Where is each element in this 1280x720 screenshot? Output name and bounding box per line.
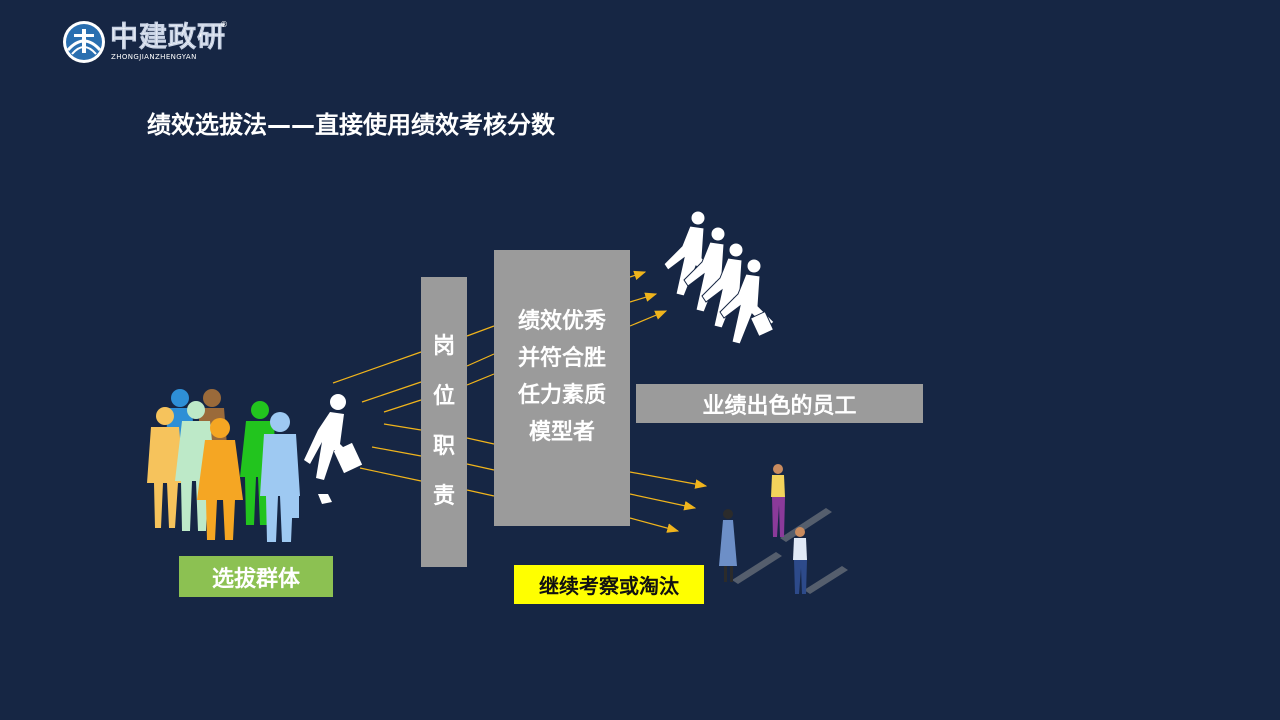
standing-people-icon [719,464,848,594]
duty-char: 岗 [432,334,455,359]
runner-with-briefcase-icon [304,394,363,504]
logo-registered-mark: ® [220,20,228,29]
connector-lines [466,325,495,497]
model-box-line: 任力素质 [517,383,606,408]
page-title: 绩效选拔法——直接使用绩效考核分数 [147,111,555,139]
duty-char: 责 [432,484,455,509]
arrow-icon [629,270,708,533]
input-lines [332,351,422,482]
model-box-line: 绩效优秀 [517,309,606,334]
duty-char: 职 [432,434,455,459]
excellent-employees-label: 业绩出色的员工 [636,384,923,423]
duty-char: 位 [432,384,455,409]
logo-name: 中建政研 [110,20,227,54]
logo-subtitle: ZHONGJIANZHENGYAN [111,53,197,61]
runners-group-icon [663,210,775,345]
company-logo: 中建政研 ® ZHONGJIANZHENGYAN [62,20,232,66]
competency-model-box: 绩效优秀 并符合胜 任力素质 模型者 [494,250,630,526]
logo-emblem-icon [63,21,105,63]
model-box-line: 模型者 [528,420,595,445]
job-duty-box: 岗 位 职 责 [421,277,467,567]
observe-or-eliminate-label: 继续考察或淘汰 [514,565,704,604]
model-box-line: 并符合胜 [517,346,606,371]
people-crowd-icon [147,389,300,542]
candidate-group-label: 选拔群体 [179,556,333,597]
